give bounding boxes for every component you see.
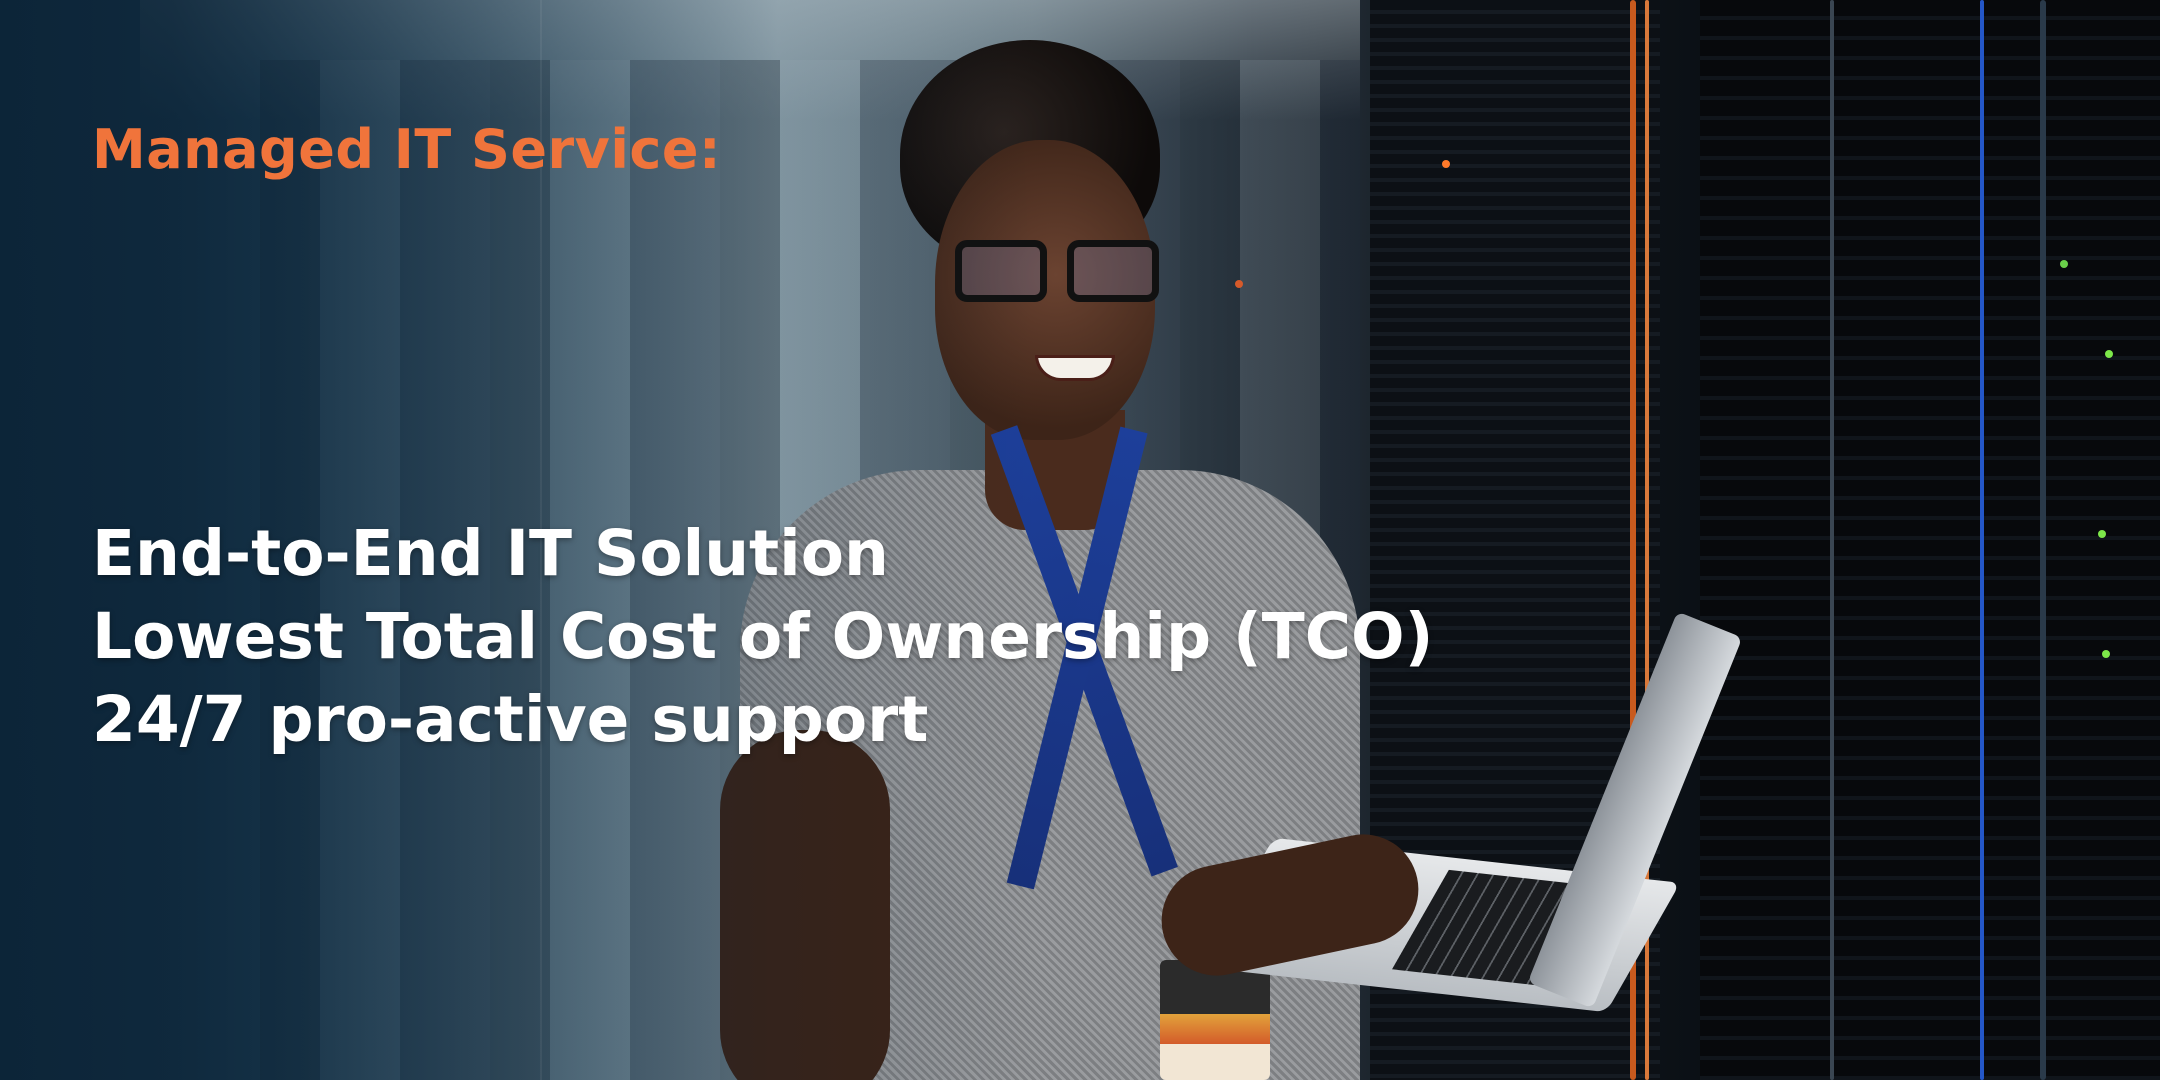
- headline-line: End-to-End IT Solution: [92, 517, 889, 590]
- kicker-heading: Managed IT Service:: [92, 118, 722, 181]
- divider-line: [540, 0, 542, 1080]
- headline-list: End-to-End IT Solution Lowest Total Cost…: [92, 512, 1433, 761]
- headline-line: Lowest Total Cost of Ownership (TCO): [92, 600, 1434, 673]
- headline-line: 24/7 pro-active support: [92, 683, 929, 756]
